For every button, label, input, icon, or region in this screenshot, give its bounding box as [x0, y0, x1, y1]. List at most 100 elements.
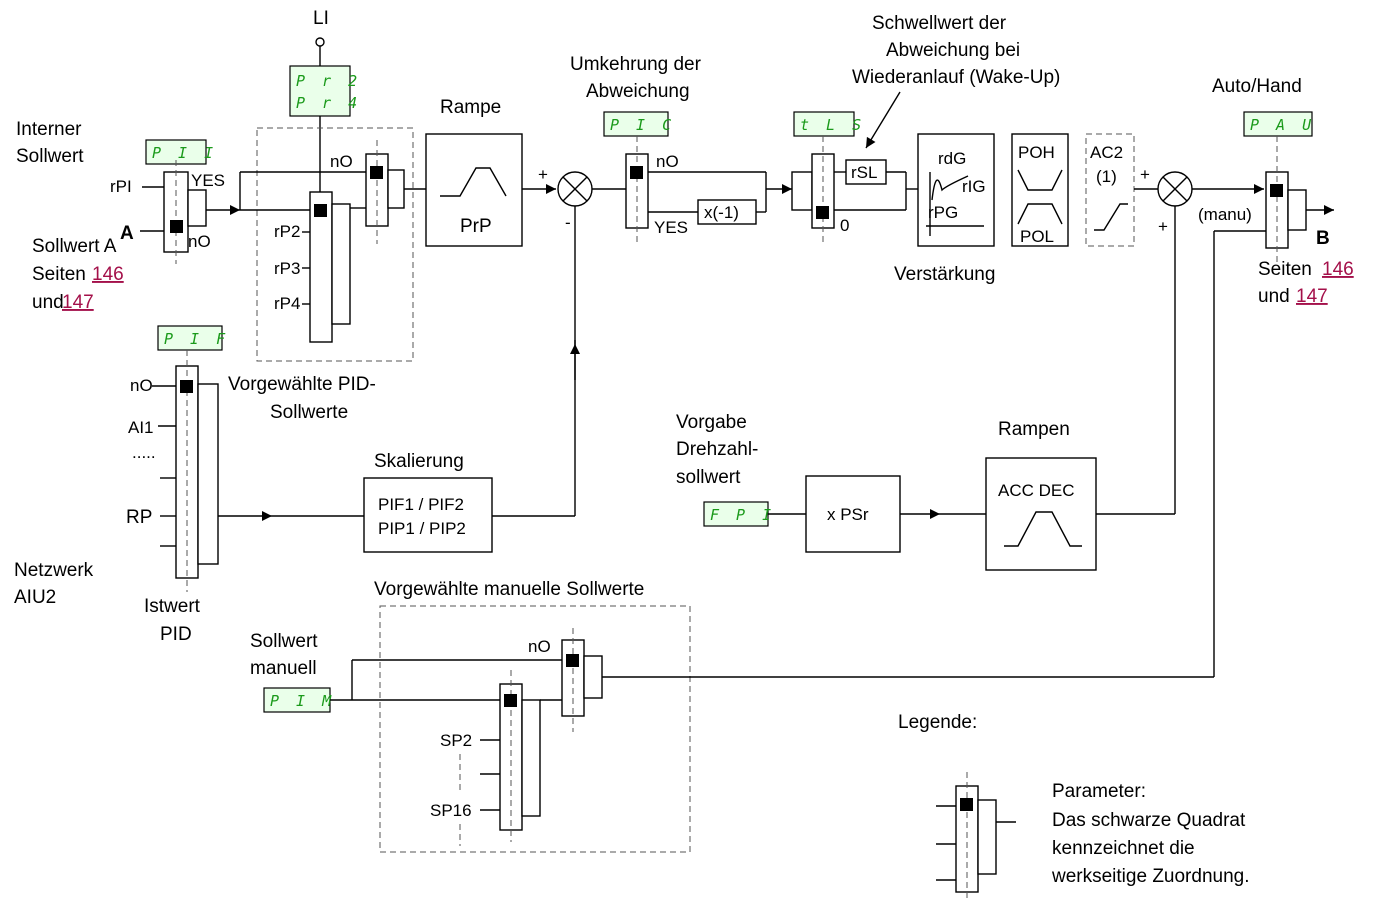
pif-scale-label: PIF1 / PIF2 — [378, 495, 464, 514]
schwell-pointer — [865, 91, 901, 149]
no-pic-label: nO — [656, 152, 679, 171]
pic-display[interactable] — [603, 111, 669, 137]
rp3-label: rP3 — [274, 259, 300, 278]
rampe-block — [425, 133, 523, 247]
seiten-right-label: Seiten — [1258, 259, 1312, 280]
sp16-label: SP16 — [430, 801, 472, 820]
pii-code: P I I — [152, 144, 217, 162]
pol-label: POL — [1020, 227, 1054, 246]
istwert-label-1: Istwert — [144, 596, 201, 617]
page-147-left-link[interactable]: 147 — [62, 292, 94, 313]
legend-out — [977, 799, 997, 875]
plus-3-label: + — [1158, 217, 1168, 236]
dots-label: ..... — [132, 443, 156, 462]
legend-knob — [960, 798, 973, 811]
vorgewaehlte-pid-label-1: Vorgewählte PID- — [228, 374, 376, 395]
sp-selector-knob — [504, 694, 517, 707]
fpi-code: F P I — [710, 506, 775, 524]
ac2-block — [1085, 133, 1135, 247]
param-label-2: Das schwarze Quadrat — [1052, 810, 1246, 831]
pic-code: P I C — [610, 116, 675, 134]
rpi-label: rPI — [110, 177, 132, 196]
rampen-label: Rampen — [998, 419, 1070, 440]
sp2-label: SP2 — [440, 731, 472, 750]
gain-axes — [926, 172, 984, 236]
fpi-display[interactable] — [703, 501, 769, 527]
istwert-label-2: PID — [160, 624, 192, 645]
psr-block — [805, 475, 901, 553]
rdg-label: rdG — [938, 149, 966, 168]
b-label: B — [1316, 228, 1330, 249]
vorgabe-label-3: sollwert — [676, 467, 741, 488]
ai1-label: AI1 — [128, 418, 154, 437]
ac2-1-label: (1) — [1096, 167, 1117, 186]
pau-code: P A U — [1250, 116, 1315, 134]
vorgabe-label-2: Drehzahl- — [676, 439, 758, 460]
tls-code: t L S — [800, 116, 865, 134]
pim-display[interactable] — [263, 687, 331, 713]
yes-pic-label: YES — [654, 218, 688, 237]
feedback-knob — [180, 380, 193, 393]
pic-knob — [630, 166, 643, 179]
pif-code: P I F — [164, 330, 229, 348]
poh-icon — [1017, 169, 1063, 191]
manu-label: (manu) — [1198, 205, 1252, 224]
seiten-left-label: Seiten — [32, 264, 86, 285]
auto-hand-knob — [1270, 184, 1283, 197]
sum-1-x-b — [562, 176, 588, 202]
netzwerk-label-1: Netzwerk — [14, 560, 94, 581]
umkehrung-label-2: Abweichung — [586, 81, 690, 102]
no-pif-label: nO — [130, 376, 153, 395]
pr2-code: P r 2 — [296, 72, 361, 90]
legende-label: Legende: — [898, 712, 977, 733]
rampe-label: Rampe — [440, 97, 501, 118]
param-label-1: Parameter: — [1052, 781, 1146, 802]
param-label-3: kennzeichnet die — [1052, 838, 1195, 859]
switch-a-knob — [170, 220, 183, 233]
param-label-4: werkseitige Zuordnung. — [1051, 866, 1250, 887]
manual-enable-out — [583, 655, 603, 699]
rsl-label: rSL — [851, 163, 877, 182]
a-label: A — [120, 223, 134, 244]
auto-hand-out — [1287, 189, 1307, 231]
page-146-left-link[interactable]: 146 — [92, 264, 124, 285]
poh-label: POH — [1018, 143, 1055, 162]
manual-preset-group — [379, 605, 691, 853]
pr-selector-knob — [314, 204, 327, 217]
schwell-label-1: Schwellwert der — [872, 13, 1007, 34]
pol-icon — [1017, 203, 1063, 225]
sollwert-man-label-2: manuell — [250, 658, 317, 679]
rp-label: RP — [126, 507, 152, 528]
tls-display[interactable] — [793, 111, 855, 137]
rampe-icon — [440, 167, 507, 197]
rp4-label: rP4 — [274, 294, 300, 313]
und-left-label: und — [32, 292, 64, 313]
vorgew-manuell-label: Vorgewählte manuelle Sollwerte — [374, 579, 644, 600]
sp-selector-out — [521, 699, 541, 817]
plus-2-label: + — [1140, 165, 1150, 184]
umkehrung-label-1: Umkehrung der — [570, 54, 702, 75]
zero-label: 0 — [840, 216, 849, 235]
pip-scale-label: PIP1 / PIP2 — [378, 519, 466, 538]
li-terminal — [315, 37, 325, 47]
vorgabe-label-1: Vorgabe — [676, 412, 747, 433]
li-label: LI — [313, 8, 329, 29]
tls-knob — [816, 206, 829, 219]
feedback-out — [197, 383, 219, 565]
page-147-right-link[interactable]: 147 — [1296, 286, 1328, 307]
preset-pid-group — [256, 127, 414, 362]
sum-2-x-b — [1162, 176, 1188, 202]
rampen-icon — [1004, 511, 1082, 547]
switch-a-out — [187, 189, 207, 227]
interner-label-2: Sollwert — [16, 146, 84, 167]
page-146-right-link[interactable]: 146 — [1322, 259, 1354, 280]
pif-display[interactable] — [157, 325, 223, 351]
no-a-label: nO — [188, 232, 211, 251]
minus-1-label: - — [565, 213, 571, 232]
tls-in — [791, 171, 813, 211]
rsl-block — [845, 159, 887, 185]
und-right-label: und — [1258, 286, 1290, 307]
pau-display[interactable] — [1243, 111, 1313, 137]
verstaerkung-label: Verstärkung — [894, 264, 995, 285]
